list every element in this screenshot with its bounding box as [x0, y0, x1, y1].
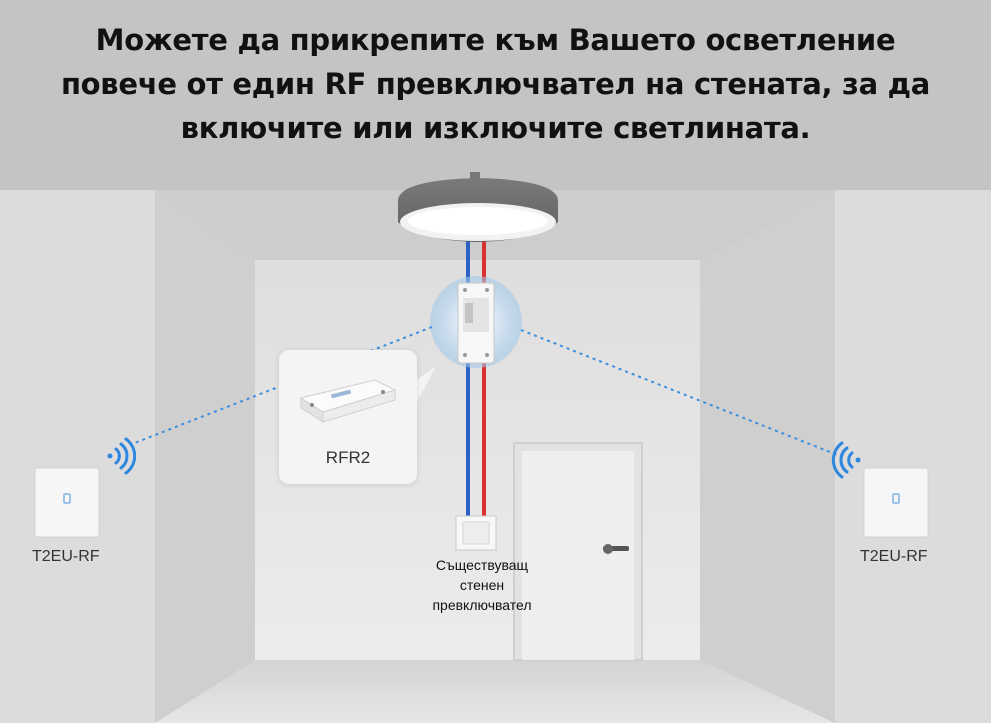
wifi-signal-icon-left — [107, 437, 137, 475]
rfr2-label: RFR2 — [325, 448, 371, 467]
existing-switch-label: Съществуващ стенен превключвател — [416, 555, 548, 615]
floor — [155, 660, 835, 723]
left-inner-wall — [155, 190, 255, 723]
ceiling-lamp-icon — [398, 172, 558, 242]
signal-link-right — [520, 329, 841, 457]
headline-line-3: включите или изключите светлината. — [180, 111, 811, 145]
rfr2-receiver-on-wall — [430, 276, 522, 368]
rfr2-callout-card: RFR2 — [279, 350, 417, 484]
headline-line-1: Можете да прикрепите към Вашето осветлен… — [95, 23, 896, 57]
wifi-signal-icon-right — [831, 441, 861, 479]
right-inner-wall — [700, 190, 835, 723]
t2eu-rf-switch-left — [34, 467, 100, 538]
headline: Можете да прикрепите към Вашето осветлен… — [0, 18, 991, 150]
t2eu-rf-switch-right — [863, 467, 929, 538]
existing-switch-label-line-3: превключвател — [432, 597, 532, 613]
t2eu-rf-label-right: T2EU-RF — [860, 548, 928, 565]
existing-wall-switch — [455, 515, 497, 551]
left-outer-wall — [0, 190, 155, 723]
right-outer-wall — [835, 190, 991, 723]
door-icon — [513, 442, 643, 661]
headline-line-2: повече от един RF превключвател на стена… — [60, 67, 931, 101]
t2eu-rf-label-left: T2EU-RF — [32, 548, 100, 565]
ceiling — [0, 0, 991, 190]
existing-switch-label-line-1: Съществуващ — [435, 557, 529, 573]
existing-switch-label-line-2: стенен — [459, 577, 505, 593]
rfr2-device-image — [299, 379, 397, 423]
